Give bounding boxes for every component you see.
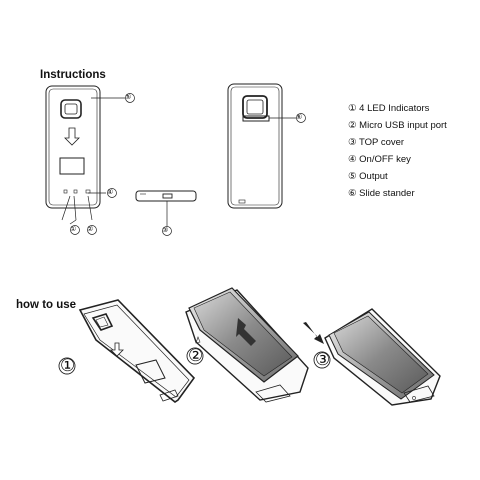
callout-label-on-off: ④ bbox=[107, 189, 114, 196]
step-number-1: ① bbox=[60, 356, 76, 375]
legend-label: Slide stander bbox=[359, 188, 415, 199]
step3-marker bbox=[313, 351, 331, 369]
legend-item: ③ TOP cover bbox=[348, 138, 404, 148]
legend-number: ② bbox=[348, 120, 357, 131]
legend-label: Micro USB input port bbox=[359, 120, 447, 131]
case-bottom-edge-view bbox=[135, 190, 197, 226]
callout-circle-bottom bbox=[162, 226, 172, 236]
instructions-title: Instructions bbox=[40, 69, 106, 81]
callout-circle-front bbox=[296, 113, 306, 123]
legend-number: ③ bbox=[348, 137, 357, 148]
step3-arrow bbox=[303, 322, 324, 344]
legend-item: ① 4 LED Indicators bbox=[348, 104, 429, 114]
step-number-3: ③ bbox=[315, 350, 331, 369]
case-back-view bbox=[45, 85, 125, 225]
callout-label-output: ⑤ bbox=[125, 94, 132, 101]
callout-label-led: ① bbox=[70, 226, 77, 233]
step1-case bbox=[78, 299, 196, 403]
case-front-view bbox=[227, 83, 296, 209]
legend-number: ④ bbox=[348, 154, 357, 165]
legend-number: ⑥ bbox=[348, 188, 357, 199]
callout-label-top-cover: ③ bbox=[162, 227, 169, 234]
step1-marker bbox=[58, 357, 76, 375]
step-number-2: ② bbox=[188, 346, 204, 365]
legend-label: On/OFF key bbox=[359, 154, 411, 165]
how-to-use-title: how to use bbox=[16, 299, 77, 311]
step2-marker bbox=[186, 347, 204, 365]
legend-item: ④ On/OFF key bbox=[348, 155, 411, 165]
legend-label: TOP cover bbox=[359, 137, 405, 148]
callout-label-usb: ② bbox=[87, 226, 94, 233]
callout-circles-case-back bbox=[70, 93, 135, 235]
legend-item: ⑤ Output bbox=[348, 172, 388, 182]
legend-label: Output bbox=[359, 171, 388, 182]
legend-item: ② Micro USB input port bbox=[348, 121, 447, 131]
step2-phone-in-case bbox=[185, 287, 309, 403]
legend-item: ⑥ Slide stander bbox=[348, 189, 415, 199]
legend-number: ① bbox=[348, 103, 357, 114]
step3-assembled bbox=[324, 308, 441, 406]
legend-label: 4 LED Indicators bbox=[359, 103, 430, 114]
callout-label-slide-stander: ⑥ bbox=[296, 114, 303, 121]
legend-number: ⑤ bbox=[348, 171, 357, 182]
